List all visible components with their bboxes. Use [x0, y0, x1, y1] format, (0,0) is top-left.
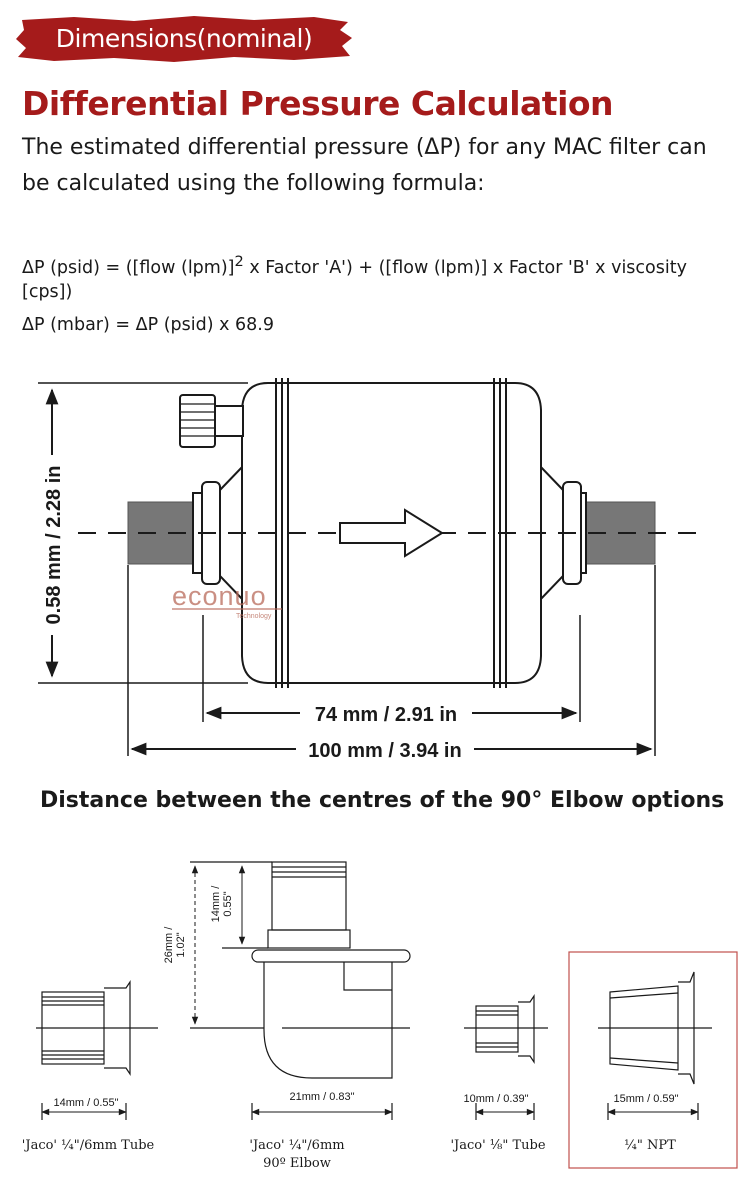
- formula-psid: ΔP (psid) = ([flow (lpm)]2 x Factor 'A')…: [22, 250, 742, 304]
- fitting-4-dim: 15mm / 0.59": [613, 1093, 678, 1105]
- watermark-logo: econuo: [172, 581, 267, 611]
- fitting-npt: [598, 971, 712, 1120]
- fitting-2-vert-upper-b: 0.55": [222, 891, 234, 916]
- height-label: 0.58 mm / 2.28 in: [43, 466, 65, 625]
- fitting-jaco-tube: [36, 980, 158, 1120]
- overall-length-label: 100 mm / 3.94 in: [308, 740, 461, 762]
- filter-diagram: [38, 378, 705, 756]
- fitting-4-caption: ¼" NPT: [624, 1138, 676, 1153]
- formula-psid-part-a: ΔP (psid) = ([flow (lpm)]: [22, 257, 235, 278]
- fitting-1-dim: 14mm / 0.55": [53, 1097, 118, 1109]
- formula-mbar: ΔP (mbar) = ΔP (psid) x 68.9: [22, 315, 274, 335]
- fitting-2-caption: 'Jaco' ¼"/6mm: [249, 1138, 345, 1153]
- fitting-2-caption-line2: 90º Elbow: [263, 1156, 331, 1171]
- formula-psid-part-b: x Factor 'A') + ([flow (lpm)] x Factor '…: [22, 257, 687, 302]
- fitting-3-dim: 10mm / 0.39": [463, 1093, 528, 1105]
- body-length-label: 74 mm / 2.91 in: [315, 704, 457, 726]
- fitting-elbow: [190, 861, 411, 1120]
- dimensions-banner: Dimensions(nominal): [14, 14, 354, 64]
- page-title: Differential Pressure Calculation: [22, 84, 614, 123]
- banner-brush-shape: [16, 16, 352, 62]
- npt-highlight-box: [568, 951, 738, 1169]
- intro-paragraph: The estimated differential pressure (ΔP)…: [22, 135, 707, 196]
- banner-label: Dimensions(nominal): [55, 24, 313, 53]
- fitting-2-dim: 21mm / 0.83": [289, 1091, 354, 1103]
- fitting-3-caption: 'Jaco' ⅛" Tube: [450, 1138, 546, 1153]
- fitting-2-vert-total-a: 26mm /: [163, 926, 175, 964]
- fitting-1-caption: 'Jaco' ¼"/6mm Tube: [21, 1138, 155, 1153]
- formula-psid-exponent: 2: [234, 253, 244, 270]
- elbow-section-title: Distance between the centres of the 90° …: [40, 788, 725, 813]
- fitting-jaco-eighth-tube: [464, 994, 548, 1120]
- watermark-subtext: Technology: [236, 613, 272, 620]
- fitting-2-vert-total-b: 1.02": [175, 932, 187, 957]
- fitting-2-vert-upper-a: 14mm /: [210, 885, 222, 923]
